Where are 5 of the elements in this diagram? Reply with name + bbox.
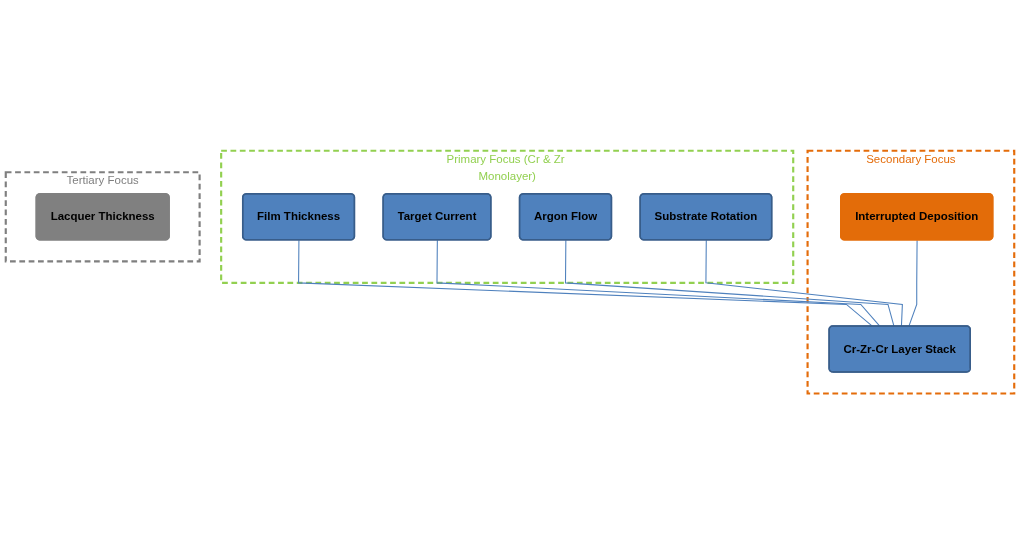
connector <box>564 240 895 328</box>
connector <box>298 240 874 328</box>
connector <box>908 240 918 328</box>
connector <box>705 240 903 328</box>
connector <box>436 240 881 328</box>
